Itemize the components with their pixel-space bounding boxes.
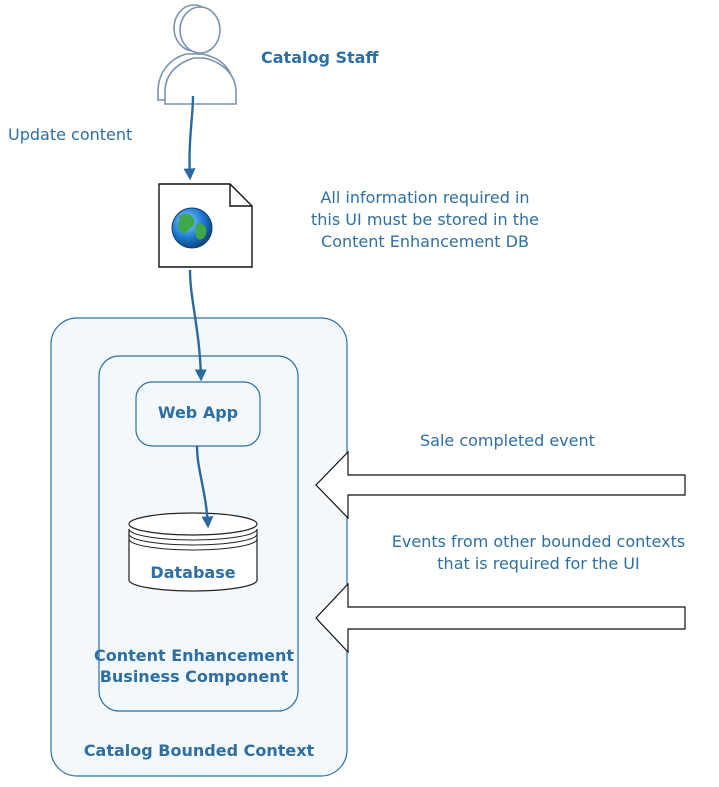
component-label-line: Content Enhancement [93, 646, 295, 665]
update-content-arrow [183, 95, 196, 181]
database-label: Database [150, 563, 236, 582]
person-icon [157, 4, 237, 105]
other-events-label: Events from other bounded contexts that … [358, 531, 719, 575]
other-contexts-events-arrow [315, 582, 686, 654]
web-app-label: Web App [157, 403, 239, 422]
note-line: All information required in [320, 188, 530, 207]
note-line: this UI must be stored in the [311, 210, 539, 229]
component-label: Content Enhancement Business Component [74, 645, 314, 687]
database-cylinder [128, 512, 258, 592]
ui-requirement-note: All information required in this UI must… [280, 187, 570, 253]
update-content-label: Update content [8, 125, 133, 144]
other-events-line: Events from other bounded contexts [391, 532, 686, 551]
sale-completed-event-arrow [315, 450, 686, 520]
document-to-webapp-arrow [188, 269, 207, 382]
globe-icon [171, 207, 213, 249]
webapp-to-database-arrow [195, 445, 214, 529]
component-label-line: Business Component [99, 667, 289, 686]
actor-label: Catalog Staff [261, 48, 379, 67]
sale-completed-label: Sale completed event [420, 431, 595, 450]
other-events-line: that is required for the UI [437, 554, 640, 573]
note-line: Content Enhancement DB [321, 232, 529, 251]
bounded-context-label: Catalog Bounded Context [83, 741, 315, 760]
